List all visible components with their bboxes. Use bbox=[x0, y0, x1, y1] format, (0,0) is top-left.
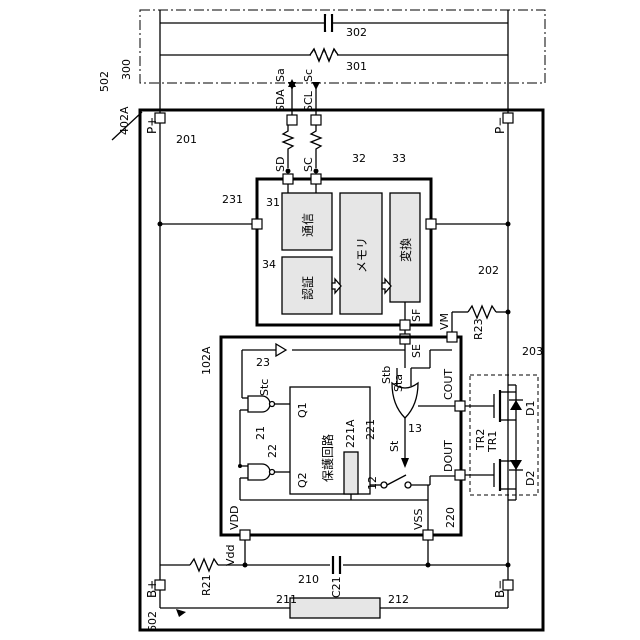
label-c21: C21 bbox=[330, 576, 343, 598]
label-sa: Sa bbox=[274, 68, 287, 82]
label-402A: 402A bbox=[118, 106, 131, 135]
st-arrow bbox=[401, 458, 409, 468]
label-23: 23 bbox=[256, 356, 270, 369]
external-device-300-box bbox=[140, 10, 545, 83]
arrow-602 bbox=[176, 609, 186, 617]
label-202: 202 bbox=[478, 264, 499, 277]
label-q2: Q2 bbox=[296, 472, 309, 488]
label-scl: SCL bbox=[302, 90, 315, 112]
label-memory: メモリ bbox=[355, 237, 369, 273]
label-502: 502 bbox=[98, 71, 111, 92]
label-221: 221 bbox=[364, 419, 377, 440]
label-R21: R21 bbox=[200, 574, 213, 596]
resistor-R21 bbox=[190, 559, 218, 571]
label-231: 231 bbox=[222, 193, 243, 206]
label-sf: SF bbox=[410, 309, 423, 322]
label-p-minus: P− bbox=[493, 117, 507, 134]
label-stc: Stc bbox=[258, 379, 271, 396]
label-22: 22 bbox=[266, 444, 279, 458]
label-12: 12 bbox=[366, 476, 379, 490]
label-tr1: TR1 bbox=[486, 431, 499, 453]
label-d1: D1 bbox=[524, 401, 537, 416]
label-authentication: 認証 bbox=[300, 276, 315, 300]
terminal-231-left bbox=[252, 219, 262, 229]
label-se: SE bbox=[410, 344, 423, 358]
label-302: 302 bbox=[346, 26, 367, 39]
scl-arrow-down bbox=[312, 82, 320, 90]
label-210: 210 bbox=[298, 573, 319, 586]
switch-12 bbox=[381, 482, 387, 488]
buffer-23 bbox=[276, 344, 286, 356]
resistor-R23 bbox=[468, 306, 496, 318]
terminal-vss bbox=[423, 530, 433, 540]
terminal-sd bbox=[283, 174, 293, 184]
label-communication: 通信 bbox=[301, 213, 315, 237]
label-301: 301 bbox=[346, 60, 367, 73]
label-conversion: 変換 bbox=[398, 238, 413, 262]
label-602: 602 bbox=[146, 611, 159, 632]
label-212: 212 bbox=[388, 593, 409, 606]
label-sta: Sta bbox=[392, 374, 405, 392]
label-221A: 221A bbox=[344, 419, 357, 448]
label-21: 21 bbox=[254, 426, 267, 440]
label-sd: SD bbox=[274, 157, 287, 172]
label-203: 203 bbox=[522, 345, 543, 358]
terminal-cout bbox=[455, 401, 465, 411]
diode-D2 bbox=[510, 460, 522, 470]
label-vdd: VDD bbox=[228, 506, 241, 530]
battery-210 bbox=[290, 598, 380, 618]
terminal-sda bbox=[287, 115, 297, 125]
label-31: 31 bbox=[266, 196, 280, 209]
label-p-plus: P+ bbox=[145, 117, 159, 134]
label-211: 211 bbox=[276, 593, 297, 606]
label-b-minus: B− bbox=[493, 580, 507, 598]
label-d2: D2 bbox=[524, 471, 537, 486]
label-protection-circuit: 保護回路 bbox=[320, 434, 335, 482]
and-gate-22 bbox=[248, 464, 270, 480]
label-300: 300 bbox=[120, 59, 133, 80]
terminal-vm bbox=[447, 332, 457, 342]
label-cout: COUT bbox=[442, 369, 455, 400]
terminal-dout bbox=[455, 470, 465, 480]
label-220: 220 bbox=[444, 507, 457, 528]
terminal-vdd bbox=[240, 530, 250, 540]
label-sc: SC bbox=[302, 157, 315, 172]
terminal-sc bbox=[311, 174, 321, 184]
label-q1: Q1 bbox=[296, 402, 309, 418]
label-st: St bbox=[388, 440, 401, 452]
label-vm: VM bbox=[438, 313, 451, 330]
label-b-plus: B+ bbox=[145, 580, 159, 598]
and-gate-21 bbox=[248, 396, 270, 412]
terminal-scl bbox=[311, 115, 321, 125]
label-R23: R23 bbox=[472, 318, 485, 340]
label-33: 33 bbox=[392, 152, 406, 165]
terminal-sf bbox=[400, 320, 410, 330]
label-vss: VSS bbox=[412, 508, 425, 530]
block-221A bbox=[344, 452, 358, 494]
label-34: 34 bbox=[262, 258, 276, 271]
label-sc-signal: Sc bbox=[302, 69, 315, 82]
label-dout: DOUT bbox=[442, 440, 455, 472]
label-vdd-low: Vdd bbox=[224, 545, 237, 567]
label-102A: 102A bbox=[200, 346, 213, 375]
terminal-231-right bbox=[426, 219, 436, 229]
label-201: 201 bbox=[176, 133, 197, 146]
label-sda: SDA bbox=[274, 89, 287, 112]
label-13: 13 bbox=[408, 422, 422, 435]
label-32: 32 bbox=[352, 152, 366, 165]
